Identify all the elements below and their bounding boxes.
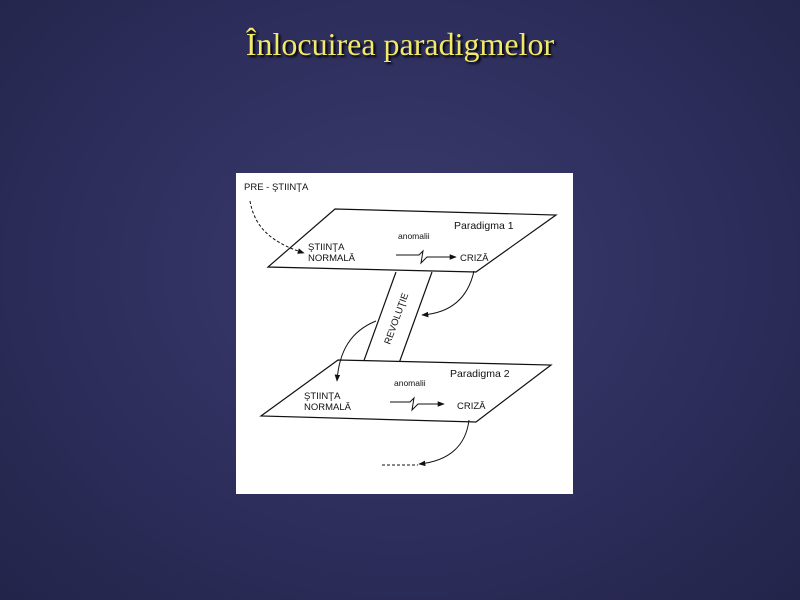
crisis-2-outgoing-arrow [418, 419, 470, 467]
revolution-channel [361, 271, 433, 367]
pre-science-arrow [249, 200, 305, 254]
normal-science-2-line1: ŞTIINŢA [304, 391, 341, 402]
crisis-1-label: CRIZĂ [460, 253, 489, 264]
anomaly-arrow-2 [390, 396, 445, 412]
paradigm-2-plane [259, 359, 553, 423]
anomaly-arrow-1 [396, 249, 457, 265]
normal-science-1-line2: NORMALĂ [308, 253, 356, 264]
revolution-label: REVOLUŢIE [382, 292, 411, 346]
revolution-to-paradigm-2-arrow [334, 320, 377, 382]
pre-science-label: PRE - ŞTIINŢA [244, 182, 309, 193]
normal-science-1-line1: ŞTIINŢA [308, 242, 345, 253]
normal-science-2-line2: NORMALĂ [304, 402, 352, 413]
paradigm-diagram-drawing: PRE - ŞTIINŢA Paradigma 1 ŞTIINŢA NORMAL… [244, 182, 558, 467]
anomalies-2-label: anomalii [394, 378, 426, 388]
anomalies-1-label: anomalii [398, 231, 430, 241]
paradigm-diagram: PRE - ŞTIINŢA Paradigma 1 ŞTIINŢA NORMAL… [236, 173, 573, 494]
paradigm-1-label: Paradigma 1 [454, 220, 514, 232]
crisis-2-label: CRIZĂ [457, 401, 486, 412]
slide-title: Înlocuirea paradigmelor [245, 26, 555, 62]
paradigm-1-plane [266, 208, 558, 273]
paradigm-2-label: Paradigma 2 [450, 368, 510, 380]
crisis-to-revolution-arrow [421, 270, 475, 318]
